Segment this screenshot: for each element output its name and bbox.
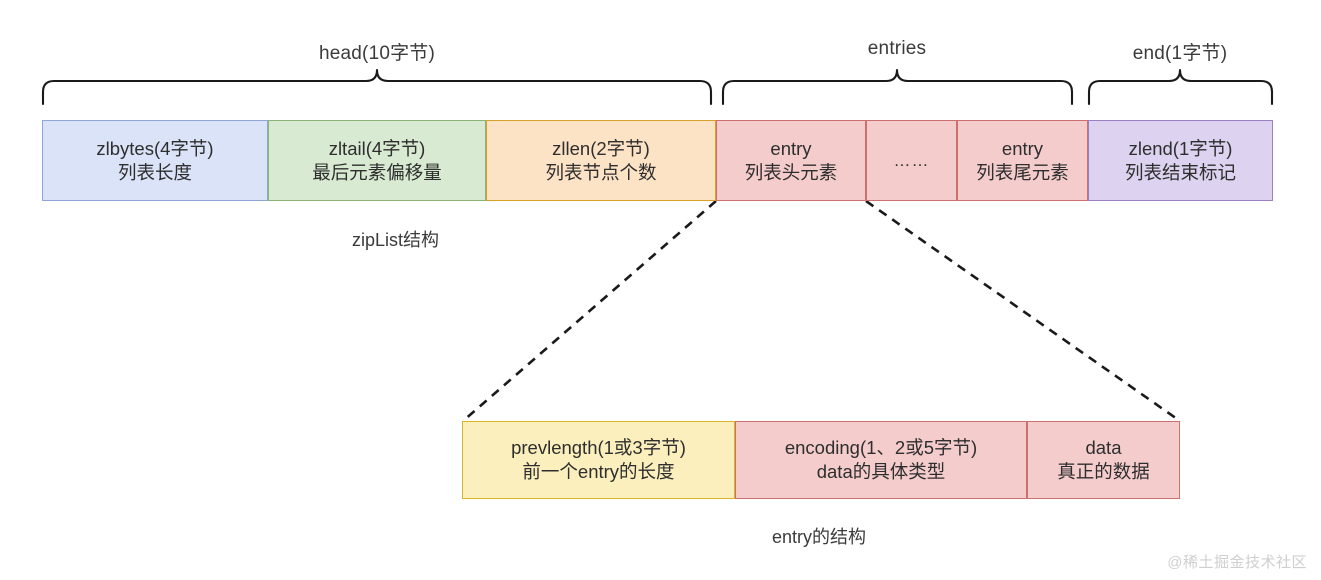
caption-ziplist-structure: zipList结构 bbox=[352, 230, 440, 250]
entry-cell-data[interactable]: data 真正的数据 bbox=[1027, 421, 1180, 499]
brace-end bbox=[1087, 68, 1274, 106]
entry-cell-prevlength[interactable]: prevlength(1或3字节) 前一个entry的长度 bbox=[462, 421, 735, 499]
ziplist-struct-row: zlbytes(4字节) 列表长度 zltail(4字节) 最后元素偏移量 zl… bbox=[42, 120, 1273, 201]
ziplist-cell-zlend[interactable]: zlend(1字节) 列表结束标记 bbox=[1088, 120, 1273, 201]
cell-line1: zlend(1字节) bbox=[1128, 137, 1233, 159]
ziplist-cell-zltail[interactable]: zltail(4字节) 最后元素偏移量 bbox=[268, 120, 486, 201]
cell-line1: zltail(4字节) bbox=[328, 137, 426, 159]
ziplist-cell-zlbytes[interactable]: zlbytes(4字节) 列表长度 bbox=[42, 120, 268, 201]
cell-line2: 列表结束标记 bbox=[1124, 161, 1236, 183]
ziplist-cell-entry-ellipsis: …… bbox=[866, 120, 957, 201]
entry-struct-row: prevlength(1或3字节) 前一个entry的长度 encoding(1… bbox=[462, 421, 1180, 499]
group-label-head: head(10字节) bbox=[318, 43, 436, 64]
cell-line2: 列表节点个数 bbox=[545, 161, 657, 183]
cell-line2: data的具体类型 bbox=[816, 461, 946, 482]
brace-entries bbox=[721, 68, 1074, 106]
watermark: @稀土掘金技术社区 bbox=[1167, 554, 1307, 571]
cell-line1: prevlength(1或3字节) bbox=[511, 437, 686, 459]
cell-line2: 列表头元素 bbox=[744, 161, 838, 183]
cell-line1: entry bbox=[1001, 137, 1044, 159]
cell-line2: 列表尾元素 bbox=[976, 161, 1069, 183]
ziplist-cell-entry-tail[interactable]: entry 列表尾元素 bbox=[957, 120, 1088, 201]
cell-line2: 最后元素偏移量 bbox=[312, 161, 442, 183]
connector-dashed-right bbox=[865, 199, 1181, 423]
cell-line1: zlbytes(4字节) bbox=[96, 137, 214, 159]
brace-head bbox=[41, 68, 713, 106]
cell-line1: entry bbox=[770, 137, 812, 159]
caption-entry-structure: entry的结构 bbox=[772, 527, 867, 547]
group-label-end: end(1字节) bbox=[1132, 43, 1228, 64]
cell-line1: data bbox=[1085, 437, 1122, 459]
ziplist-cell-zllen[interactable]: zllen(2字节) 列表节点个数 bbox=[486, 120, 716, 201]
cell-line1: …… bbox=[893, 150, 930, 170]
cell-line2: 前一个entry的长度 bbox=[522, 461, 675, 482]
cell-line1: zllen(2字节) bbox=[552, 137, 650, 159]
cell-line2: 列表长度 bbox=[117, 161, 192, 183]
connector-dashed-left bbox=[462, 200, 717, 422]
cell-line2: 真正的数据 bbox=[1057, 461, 1150, 482]
entry-cell-encoding[interactable]: encoding(1、2或5字节) data的具体类型 bbox=[735, 421, 1027, 499]
group-label-entries: entries bbox=[867, 38, 927, 59]
cell-line1: encoding(1、2或5字节) bbox=[784, 437, 978, 459]
ziplist-cell-entry-head[interactable]: entry 列表头元素 bbox=[716, 120, 866, 201]
